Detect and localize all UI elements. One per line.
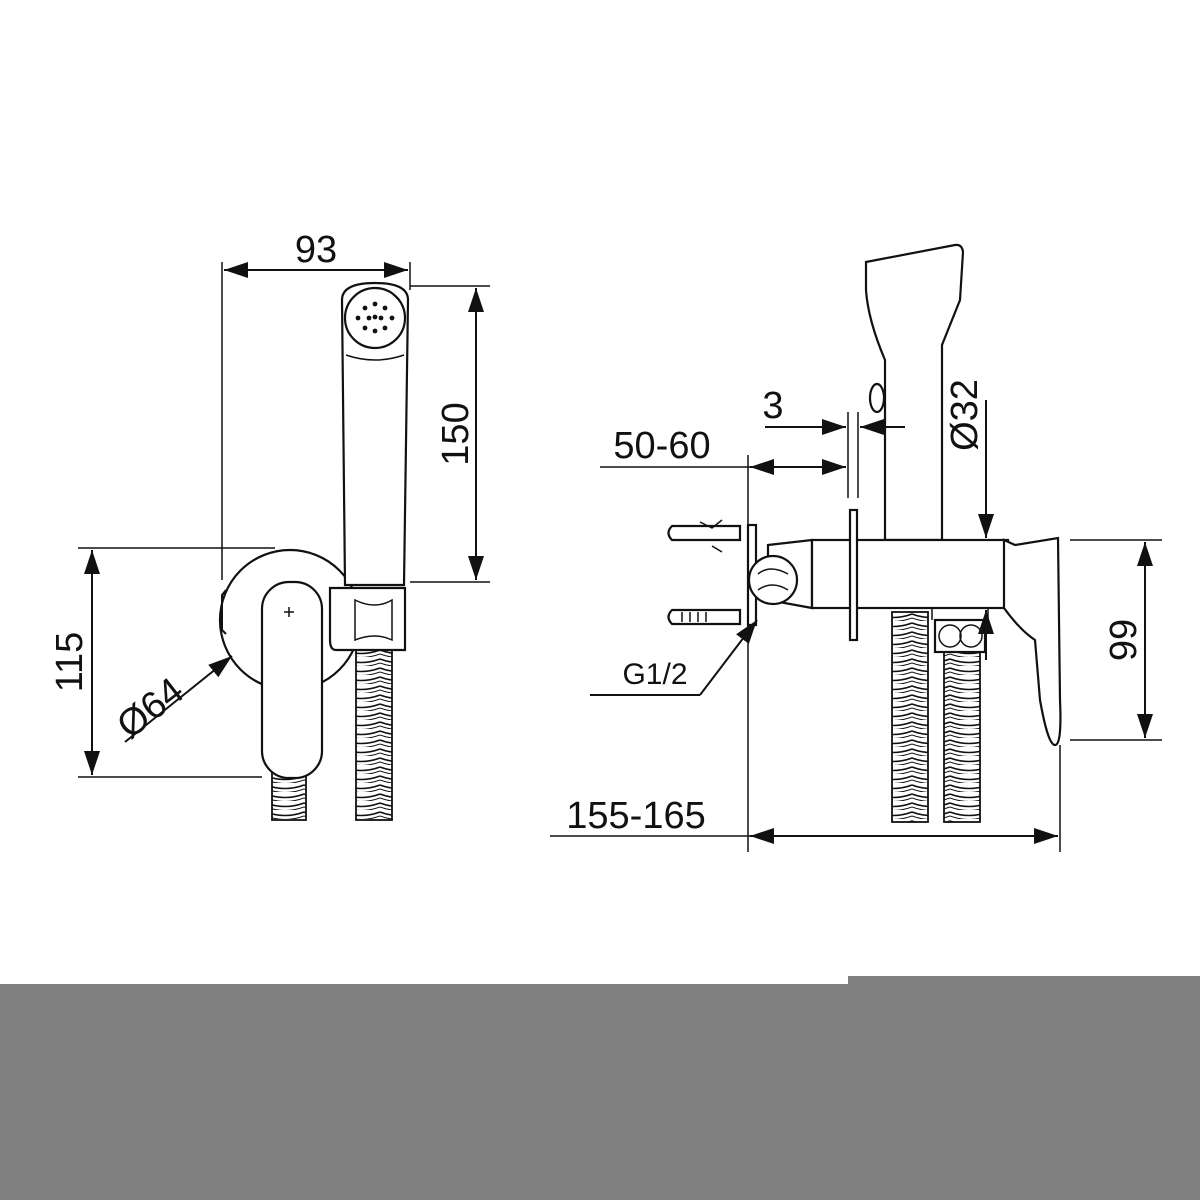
hose-shower: [355, 644, 393, 821]
shower-holder: [328, 586, 407, 652]
lever: [1002, 536, 1062, 747]
hose-shower-side: [891, 611, 929, 823]
dim-plate-thickness: 3: [762, 385, 783, 427]
dim-body-height: 115: [49, 632, 91, 693]
dim-lever-height: 99: [1103, 619, 1145, 661]
dim-shower-diameter: Ø32: [944, 379, 986, 451]
bottom-gray-band: [0, 984, 848, 1200]
dim-plate-diameter: Ø64: [109, 670, 191, 747]
dim-total-depth: 155-165: [566, 795, 705, 837]
inlet-fitting: [747, 554, 799, 606]
hose-supply-side: [943, 649, 981, 823]
wall-plate-side: [848, 508, 859, 642]
wall-anchors: [667, 519, 742, 626]
side-view: 3 50-60 Ø32 G1/2 99 155-165: [550, 243, 1162, 852]
bottom-gray-band-right: [848, 976, 1200, 1200]
hand-shower-side: [864, 243, 965, 542]
dim-thread: G1/2: [622, 658, 687, 691]
dim-width: 93: [295, 229, 337, 271]
dim-shower-height: 150: [435, 402, 477, 465]
front-view: 93 150 115 Ø64: [49, 229, 490, 821]
spray-nozzles-icon: [355, 301, 395, 334]
mixer-handle: [260, 580, 324, 780]
dim-wall-depth: 50-60: [613, 425, 710, 467]
valve-body: [810, 538, 1010, 610]
